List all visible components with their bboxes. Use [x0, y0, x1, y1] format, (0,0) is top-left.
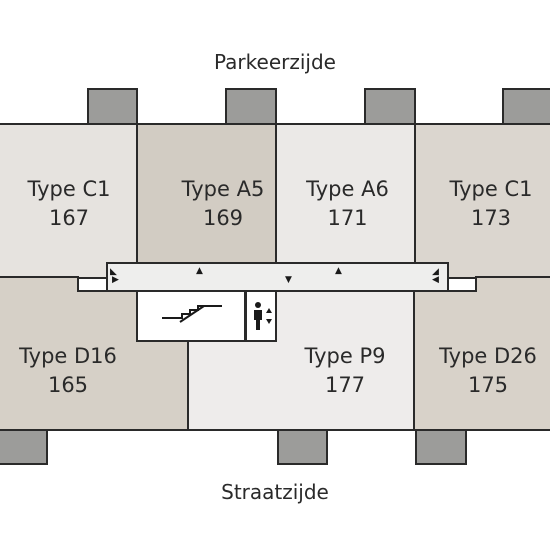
unit-type-label: Type A6 — [306, 177, 389, 201]
corridor-arrow-icon: ▲ — [196, 266, 203, 276]
corridor-arrow-icon: ▶ — [112, 275, 119, 285]
unit-type-label: Type C1 — [449, 177, 533, 201]
stairwell — [136, 290, 246, 342]
corridor — [106, 262, 449, 292]
corridor-arrows: ▲ ▲ ▼ ◣ ▶ ◢ ◀ — [106, 262, 449, 292]
corridor-arrow-icon: ◣ — [110, 267, 117, 277]
corridor-arrow-icon: ▲ — [335, 266, 342, 276]
unit-number-label: 169 — [202, 206, 244, 230]
unit-type-label: Type D16 — [19, 344, 117, 368]
unit-number-label: 165 — [47, 373, 89, 397]
balcony-top-3 — [364, 88, 416, 125]
stairs-icon — [162, 305, 222, 323]
unit-number-label: 167 — [48, 206, 90, 230]
unit-c1-173[interactable]: Type C1 173 — [414, 123, 550, 279]
unit-type-label: Type C1 — [27, 177, 111, 201]
unit-number-label: 173 — [470, 206, 512, 230]
unit-c1-167[interactable]: Type C1 167 — [0, 123, 138, 279]
unit-type-label: Type D26 — [439, 344, 537, 368]
unit-number-label: 177 — [324, 373, 366, 397]
unit-a6-171[interactable]: Type A6 171 — [275, 123, 416, 279]
balcony-top-2 — [225, 88, 277, 125]
corridor-arrow-icon: ▼ — [285, 275, 292, 285]
parking-side-label: Parkeerzijde — [214, 50, 336, 74]
unit-d26-175[interactable] — [413, 276, 550, 431]
unit-type-label: Type A5 — [181, 177, 265, 201]
unit-number-label: 171 — [327, 206, 368, 230]
elevator-icon — [254, 302, 272, 330]
unit-type-label: Type P9 — [304, 344, 386, 368]
elevator — [245, 290, 277, 342]
corridor-arrow-icon: ◀ — [432, 275, 439, 285]
balcony-top-4 — [502, 88, 550, 125]
street-side-label: Straatzijde — [221, 480, 329, 504]
unit-a5-169[interactable]: Type A5 169 — [136, 123, 277, 279]
corridor-arrow-icon: ◢ — [432, 267, 439, 277]
unit-number-label: 175 — [467, 373, 509, 397]
